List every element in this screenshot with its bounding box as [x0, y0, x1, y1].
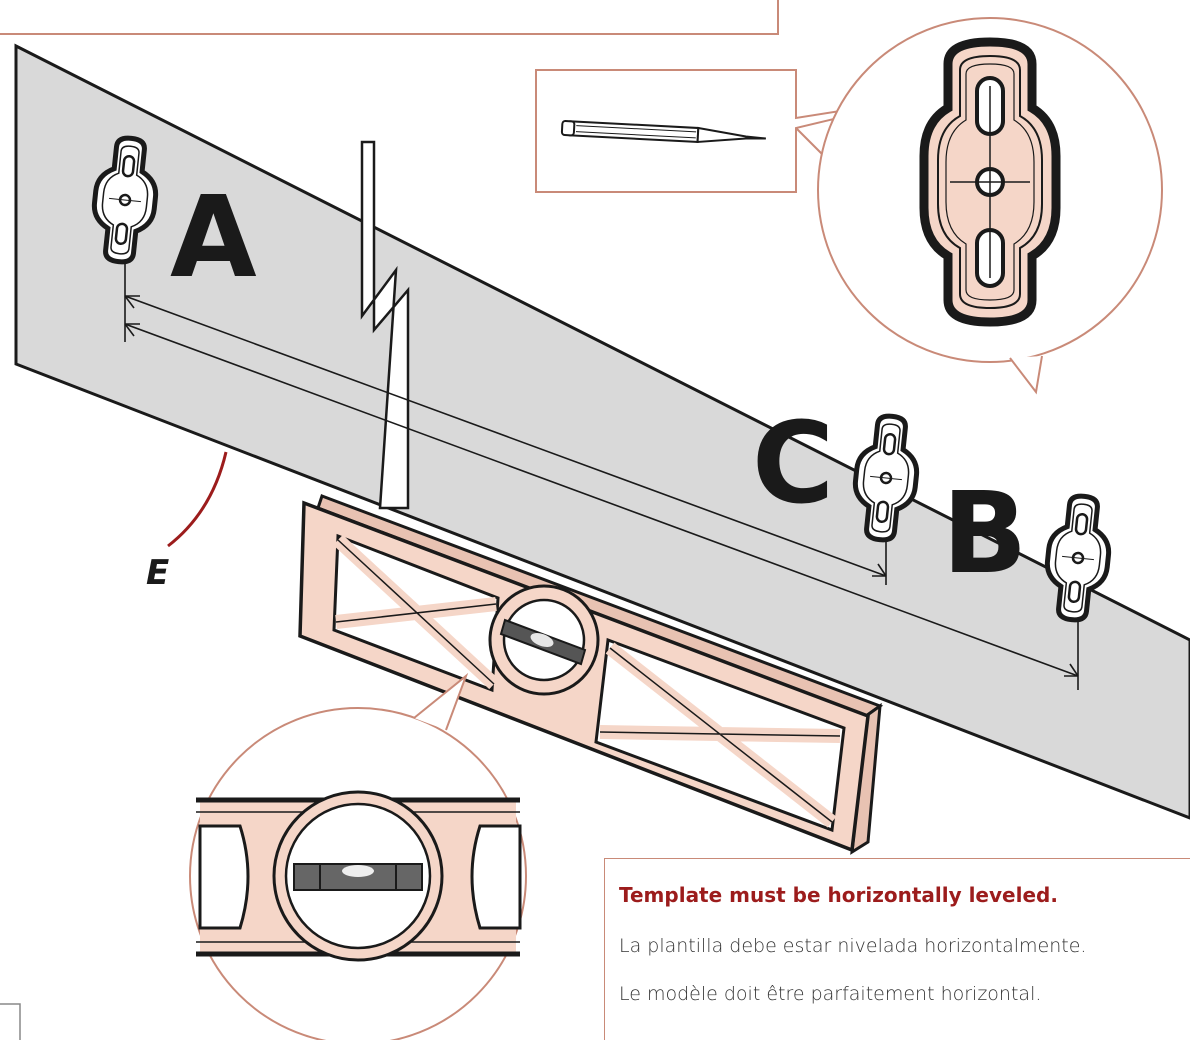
label-b: B: [942, 469, 1027, 599]
dimension-lines: [124, 248, 1079, 690]
instruction-english: Template must be horizontally leveled.: [619, 883, 1058, 907]
corner-frame: [0, 1003, 21, 1040]
zoomed-slot-callout: [817, 17, 1163, 395]
zoomed-bubble-callout: [189, 672, 527, 1040]
pencil-callout: [535, 69, 923, 221]
top-callout-frame: [0, 0, 779, 35]
instruction-french: Le modèle doit être parfaitement horizon…: [619, 983, 1042, 1005]
label-c: C: [752, 399, 834, 529]
wall-template: [14, 43, 1190, 820]
instruction-spanish: La plantilla debe estar nivelada horizon…: [619, 935, 1087, 957]
label-a: A: [170, 173, 257, 303]
break-gap: [360, 140, 410, 510]
spirit-level-icon: [298, 494, 884, 855]
edge-leader-line: [167, 451, 228, 548]
label-e: E: [146, 553, 169, 593]
instruction-note: Template must be horizontally leveled. L…: [604, 858, 1190, 1040]
pencil-icon: [560, 120, 766, 144]
